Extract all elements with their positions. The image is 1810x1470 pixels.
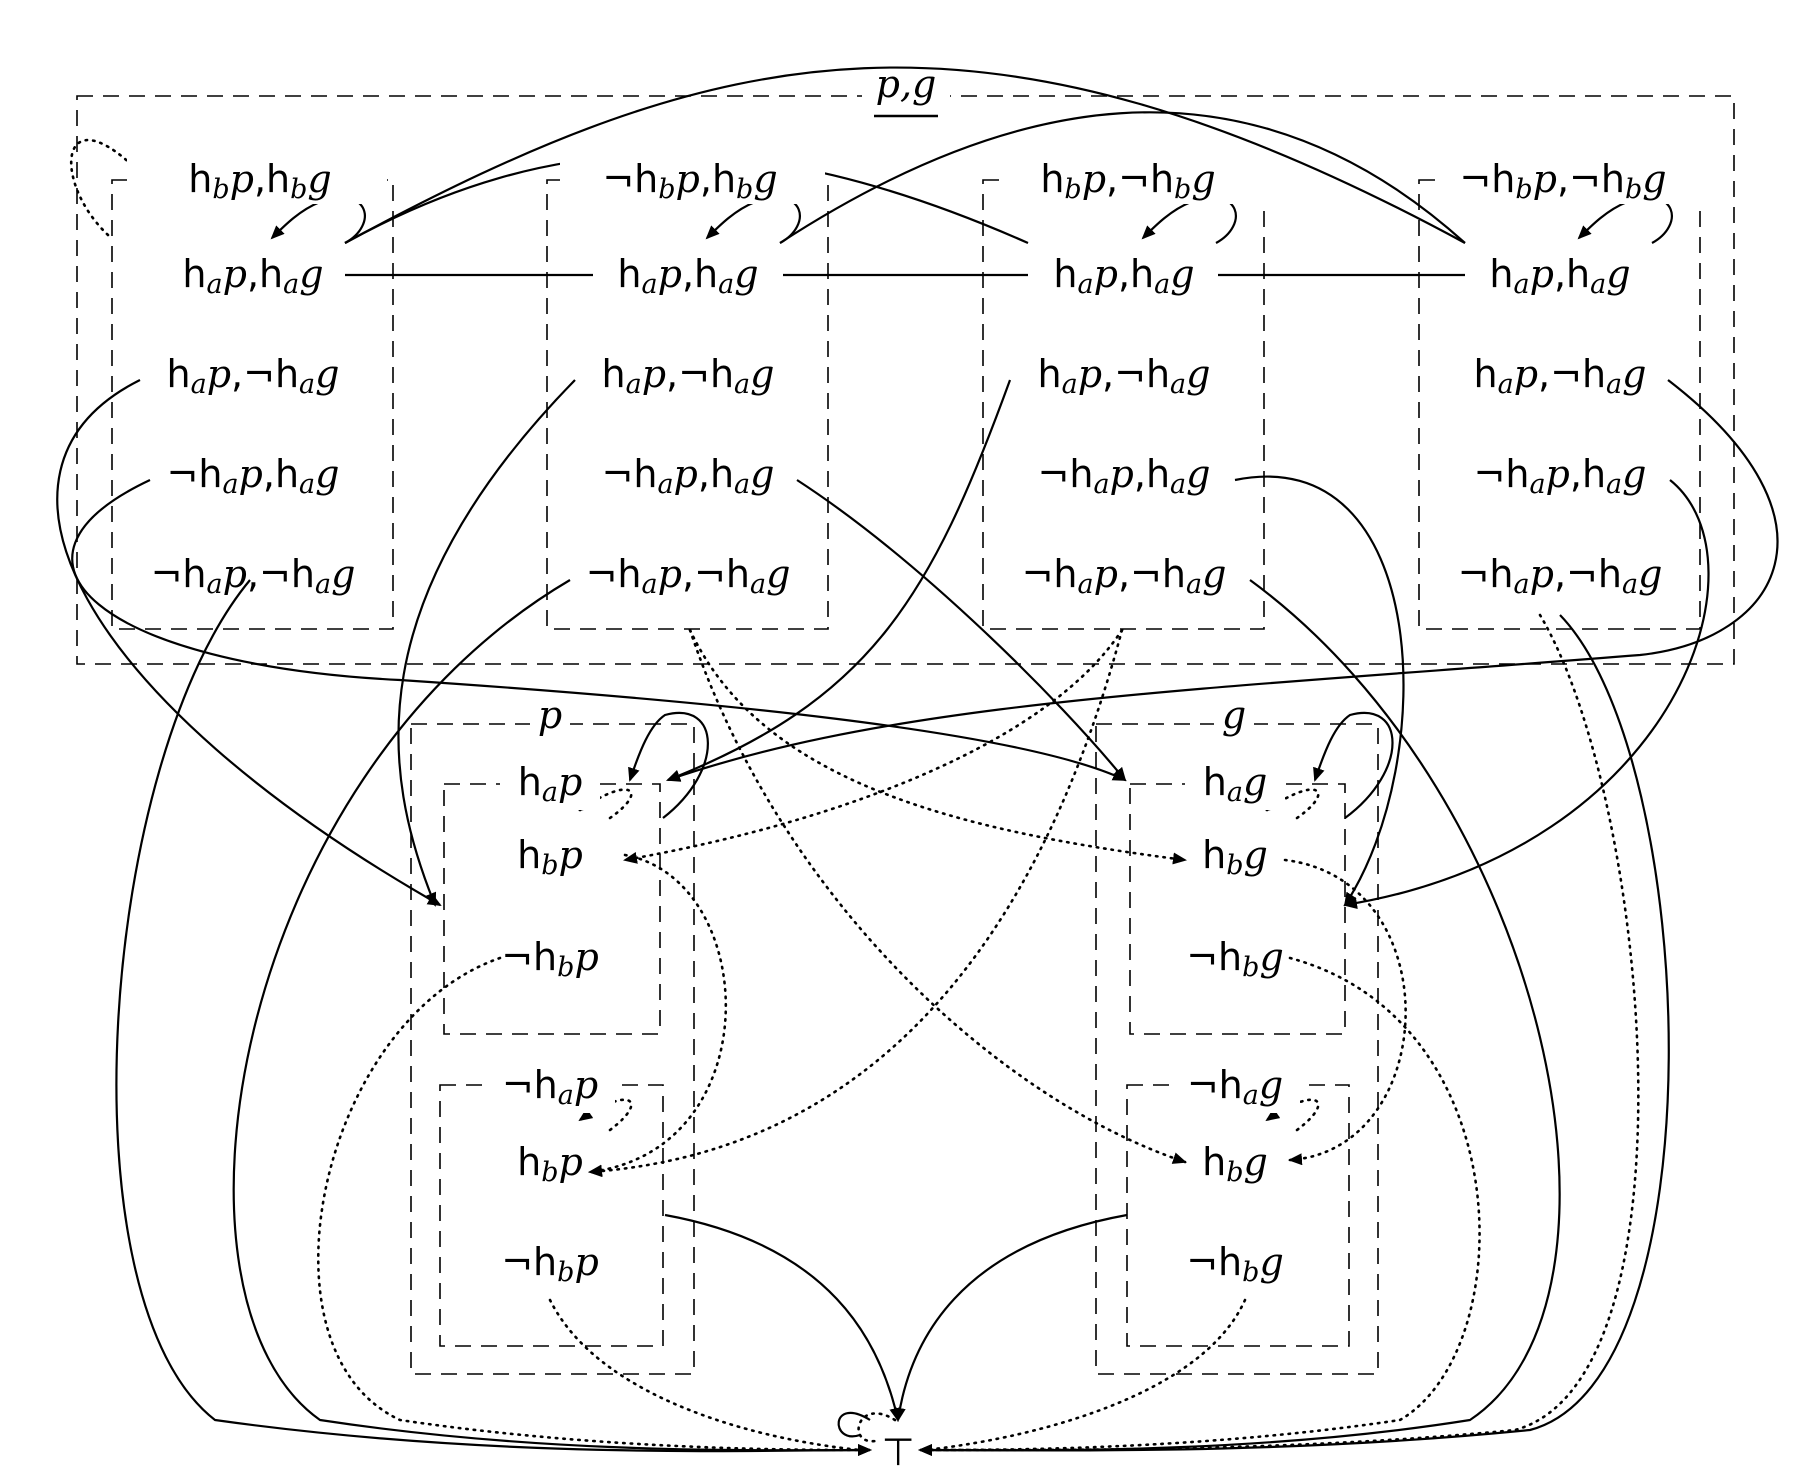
solid-edges (56, 66, 1779, 1457)
frame-pg-outer (76, 95, 1735, 665)
state-c2-3: hap,¬hag (602, 352, 775, 400)
frame-g-lower (1126, 1084, 1350, 1347)
state-c4-4: ¬hap,hag (1474, 452, 1647, 500)
frames (76, 95, 1735, 1375)
state-c1-1: hbp,hbg (188, 157, 332, 205)
state-top: ⊤ (881, 1430, 914, 1470)
state-p-upper-2: hbp (517, 833, 583, 881)
state-c3-2: hap,hag (1053, 252, 1194, 300)
state-c2-4: ¬hap,hag (602, 452, 775, 500)
state-p-lower-1: ¬hap (502, 1063, 598, 1111)
state-c1-4: ¬hap,hag (167, 452, 340, 500)
dotted-edges (69, 138, 1640, 1452)
state-c4-5: ¬hap,¬hag (1458, 552, 1663, 600)
state-p-upper-1: hap (518, 760, 583, 808)
state-c4-3: hap,¬hag (1474, 352, 1647, 400)
frame-p-upper (443, 783, 661, 1035)
frame-g-upper (1129, 783, 1346, 1035)
state-c1-5: ¬hap,¬hag (151, 552, 356, 600)
frame-label-g: g (1222, 693, 1246, 737)
frame-label-p: p (538, 693, 562, 737)
state-c3-5: ¬hap,¬hag (1022, 552, 1227, 600)
state-c2-5: ¬hap,¬hag (586, 552, 791, 600)
state-g-upper-2: hbg (1202, 833, 1268, 881)
state-p-lower-2: hbp (517, 1140, 583, 1188)
frame-label-pg: p,g (876, 62, 937, 106)
state-c4-2: hap,hag (1489, 252, 1630, 300)
frame-p-lower (439, 1084, 664, 1347)
state-g-upper-3: ¬hbg (1186, 935, 1284, 983)
state-g-lower-3: ¬hbg (1186, 1240, 1284, 1288)
state-p-upper-3: ¬hbp (501, 935, 599, 983)
state-labels: hbp,hbg hap,hag hap,¬hag ¬hap,hag ¬hap,¬… (127, 150, 1705, 1470)
state-c3-3: hap,¬hag (1038, 352, 1211, 400)
state-p-lower-3: ¬hbp (501, 1240, 599, 1288)
state-c1-2: hap,hag (182, 252, 323, 300)
state-c3-4: ¬hap,hag (1038, 452, 1211, 500)
state-c1-3: hap,¬hag (167, 352, 340, 400)
state-g-upper-1: hag (1203, 760, 1268, 808)
state-c2-2: hap,hag (617, 252, 758, 300)
state-g-lower-2: hbg (1202, 1140, 1268, 1188)
state-g-lower-1: ¬hag (1187, 1063, 1283, 1111)
